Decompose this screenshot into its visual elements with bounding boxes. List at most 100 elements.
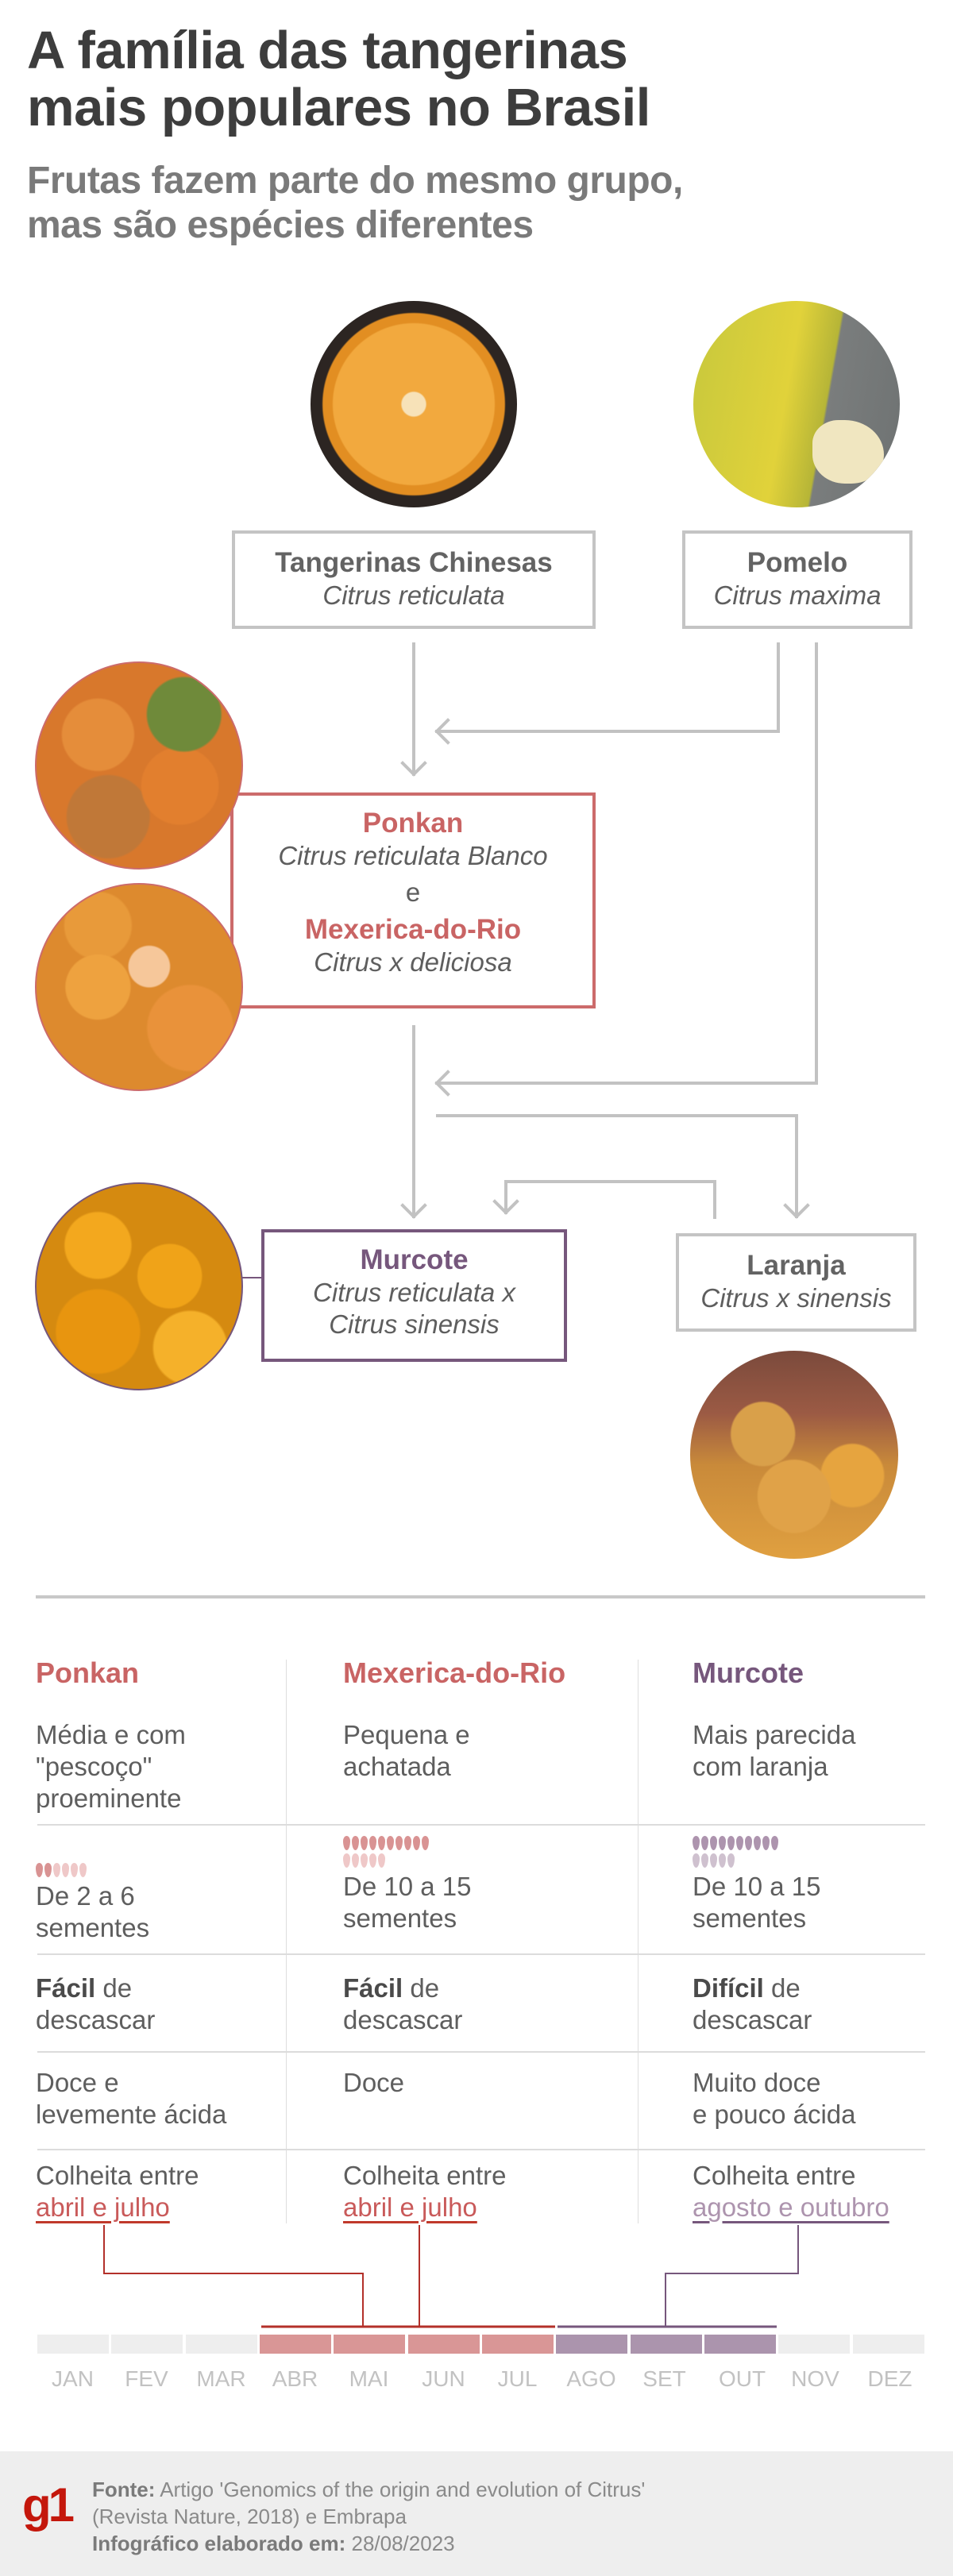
month-cell-out bbox=[704, 2335, 776, 2354]
month-cell-fev bbox=[111, 2335, 183, 2354]
month-label: JUN bbox=[422, 2366, 465, 2391]
arrowhead-icon bbox=[434, 718, 450, 745]
month-label: AGO bbox=[566, 2366, 616, 2391]
pomelo-name: Pomelo bbox=[747, 547, 848, 578]
month-cell-mai bbox=[334, 2335, 405, 2354]
month-cell-jan bbox=[37, 2335, 109, 2354]
month-cell-jun bbox=[408, 2335, 480, 2354]
murcote-taste: Muito doce e pouco ácida bbox=[693, 2068, 856, 2129]
arrowhead-icon bbox=[400, 761, 427, 777]
mexerica-photo bbox=[35, 883, 243, 1091]
mexerica-harvest: Colheita entre abril e julho bbox=[343, 2160, 613, 2223]
month-cell-dez bbox=[853, 2335, 924, 2354]
month-cell-nov bbox=[778, 2335, 850, 2354]
subtitle-line-2: mas são espécies diferentes bbox=[27, 204, 534, 246]
murcote-scientific-line-1: Citrus reticulata x bbox=[313, 1278, 515, 1307]
mexerica-peel: Fácil de descascar bbox=[343, 1973, 463, 2034]
laranja-scientific: Citrus x sinensis bbox=[700, 1283, 892, 1313]
murcote-peel: Difícil de descascar bbox=[693, 1973, 812, 2034]
pomelo-scientific: Citrus maxima bbox=[713, 580, 882, 610]
month-label: NOV bbox=[791, 2366, 839, 2391]
ponkan-mexerica-box: Ponkan Citrus reticulata Blanco e Mexeri… bbox=[230, 792, 596, 1008]
pomelo-photo bbox=[693, 301, 900, 507]
month-label: DEZ bbox=[867, 2366, 912, 2391]
month-cell-mar bbox=[186, 2335, 257, 2354]
mexerica-taste: Doce bbox=[343, 2068, 405, 2097]
murcote-name: Murcote bbox=[360, 1244, 469, 1275]
month-label: OUT bbox=[718, 2366, 766, 2391]
arrow-pomelo-to-murcote bbox=[435, 642, 818, 1085]
page-title: A família das tangerinas mais populares … bbox=[27, 22, 932, 137]
ponkan-harvest-period: abril e julho bbox=[36, 2192, 170, 2222]
tangerinas-chinesas-box: Tangerinas Chinesas Citrus reticulata bbox=[232, 530, 596, 629]
arrowhead-icon bbox=[783, 1203, 810, 1219]
mexerica-name: Mexerica-do-Rio bbox=[304, 914, 522, 945]
mexerica-harvest-period: abril e julho bbox=[343, 2192, 477, 2222]
seed-icon bbox=[36, 1863, 43, 1877]
month-label: MAI bbox=[349, 2366, 389, 2391]
month-label: SET bbox=[642, 2366, 686, 2391]
laranja-name: Laranja bbox=[747, 1250, 846, 1281]
seed-icon bbox=[44, 1863, 52, 1877]
ponkan-peel: Fácil de descascar bbox=[36, 1973, 156, 2034]
month-label: MAR bbox=[196, 2366, 246, 2391]
month-cell-jul bbox=[482, 2335, 554, 2354]
murcote-shape: Mais parecida com laranja bbox=[693, 1720, 856, 1781]
month-cell-set bbox=[631, 2335, 702, 2354]
laranja-photo bbox=[690, 1351, 898, 1559]
murcote-harvest-period: agosto e outubro bbox=[693, 2192, 889, 2222]
arrowhead-icon bbox=[492, 1199, 519, 1215]
month-label: ABR bbox=[272, 2366, 318, 2391]
row-divider bbox=[37, 2149, 925, 2150]
column-divider bbox=[638, 1660, 639, 2223]
title-line-2: mais populares no Brasil bbox=[27, 78, 650, 137]
tangerine-photo bbox=[311, 301, 517, 507]
arrowhead-icon bbox=[434, 1070, 450, 1097]
mexerica-scientific: Citrus x deliciosa bbox=[314, 947, 512, 977]
month-cell-abr bbox=[260, 2335, 331, 2354]
seed-icon bbox=[62, 1863, 69, 1877]
ponkan-name: Ponkan bbox=[362, 808, 464, 839]
ponkan-photo bbox=[35, 661, 243, 870]
ponkan-shape: Média e com "pescoço" proeminente bbox=[36, 1720, 186, 1813]
page-subtitle: Frutas fazem parte do mesmo grupo, mas s… bbox=[27, 159, 932, 248]
column-header-mexerica: Mexerica-do-Rio bbox=[343, 1656, 566, 1689]
murcote-harvest: Colheita entre agosto e outubro bbox=[693, 2160, 953, 2223]
month-label: FEV bbox=[125, 2366, 168, 2391]
g1-logo: g1 bbox=[22, 2478, 75, 2532]
harvest-connectors bbox=[103, 2225, 799, 2328]
ponkan-harvest: Colheita entre abril e julho bbox=[36, 2160, 306, 2223]
mexerica-seeds: De 10 a 15 sementes bbox=[343, 1836, 613, 1934]
column-header-murcote: Murcote bbox=[693, 1656, 804, 1689]
seed-icon bbox=[53, 1863, 60, 1877]
seed-icons bbox=[693, 1836, 953, 1868]
mexerica-shape: Pequena e achatada bbox=[343, 1720, 470, 1781]
row-divider bbox=[37, 1953, 925, 1955]
arrow-laranja-to-murcote bbox=[504, 1180, 716, 1219]
column-divider bbox=[286, 1660, 287, 2223]
seed-icon bbox=[71, 1863, 78, 1877]
title-line-1: A família das tangerinas bbox=[27, 21, 628, 80]
pomelo-box: Pomelo Citrus maxima bbox=[682, 530, 912, 629]
arrowhead-icon bbox=[400, 1203, 427, 1219]
murcote-box: Murcote Citrus reticulata x Citrus sinen… bbox=[261, 1229, 567, 1362]
pomelo-segment-icon bbox=[812, 420, 884, 484]
ponkan-scientific: Citrus reticulata Blanco bbox=[278, 841, 548, 870]
column-header-ponkan: Ponkan bbox=[36, 1656, 140, 1689]
footer bbox=[0, 2451, 953, 2576]
ponkan-seeds: De 2 a 6 sementes bbox=[36, 1844, 306, 1944]
seed-icons bbox=[343, 1836, 613, 1868]
row-divider bbox=[37, 2051, 925, 2053]
ponkan-taste: Doce e levemente ácida bbox=[36, 2068, 227, 2129]
footer-credits: Fonte: Artigo 'Genomics of the origin an… bbox=[92, 2478, 646, 2555]
tangerinas-name: Tangerinas Chinesas bbox=[275, 547, 553, 578]
seed-icons bbox=[36, 1844, 306, 1877]
seed-icon bbox=[79, 1863, 87, 1877]
row-divider bbox=[37, 1824, 925, 1826]
murcote-photo bbox=[35, 1182, 243, 1390]
laranja-box: Laranja Citrus x sinensis bbox=[676, 1233, 916, 1332]
month-cell-ago bbox=[556, 2335, 627, 2354]
arrow-pomelo-to-ponkan bbox=[435, 642, 780, 733]
subtitle-line-1: Frutas fazem parte do mesmo grupo, bbox=[27, 160, 683, 202]
arrow-to-laranja bbox=[436, 1114, 798, 1218]
